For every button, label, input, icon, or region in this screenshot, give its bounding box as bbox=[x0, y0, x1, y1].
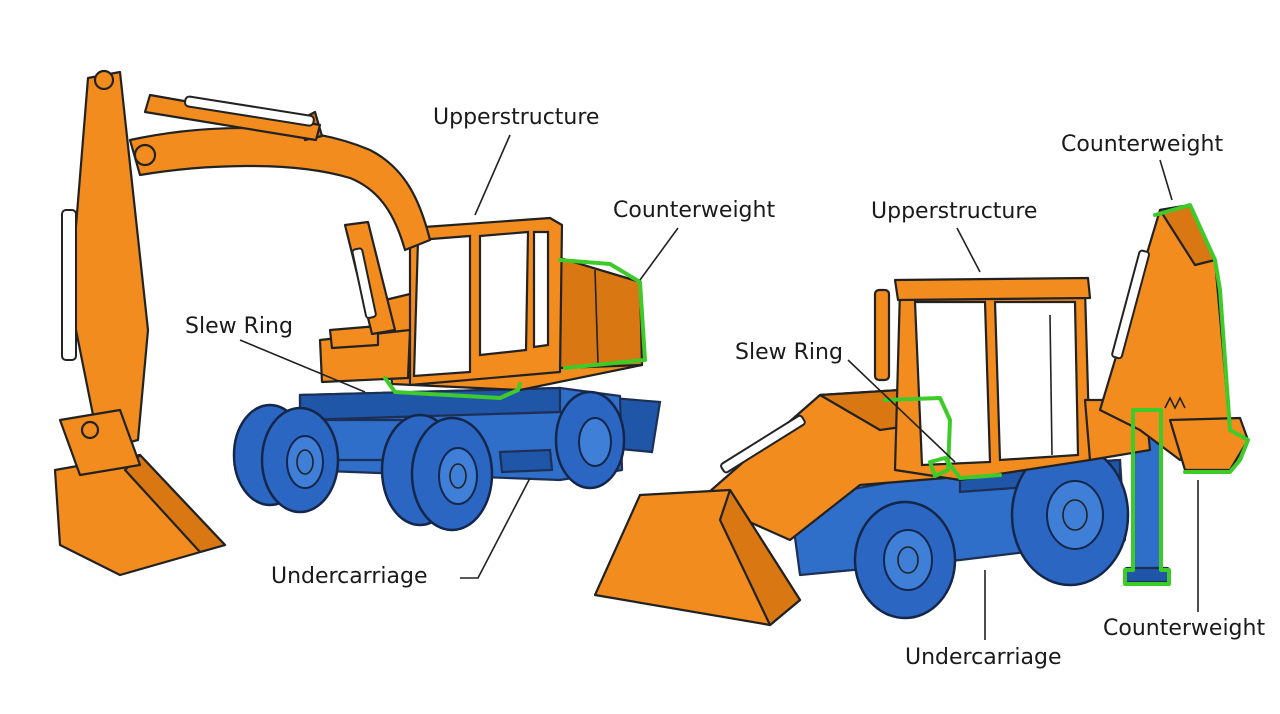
label-upperstructure-left: Upperstructure bbox=[433, 105, 600, 130]
label-slew-ring-right: Slew Ring bbox=[735, 340, 843, 365]
label-undercarriage-left: Undercarriage bbox=[271, 564, 428, 589]
backhoe-slew-ring-outline bbox=[883, 396, 1002, 480]
excavator-boom bbox=[53, 69, 432, 577]
backhoe-counterweight-outline-top bbox=[1153, 203, 1250, 474]
label-upperstructure-right: Upperstructure bbox=[871, 199, 1038, 224]
excavator-slew-ring-outline bbox=[383, 376, 522, 400]
label-counterweight-left: Counterweight bbox=[613, 198, 776, 223]
excavator-upperstructure bbox=[318, 216, 644, 392]
label-counterweight-right-top: Counterweight bbox=[1061, 132, 1224, 157]
backhoe-undercarriage bbox=[788, 408, 1171, 620]
leader-lines bbox=[239, 134, 1199, 640]
backhoe-counterweight-outline-bottom bbox=[1123, 408, 1171, 586]
excavator-undercarriage bbox=[232, 386, 662, 532]
backhoe-loader bbox=[593, 203, 1250, 627]
excavator-counterweight-outline bbox=[558, 258, 647, 370]
wheeled-excavator bbox=[53, 69, 662, 577]
label-undercarriage-right: Undercarriage bbox=[905, 645, 1062, 670]
label-slew-ring-left: Slew Ring bbox=[185, 314, 293, 339]
backhoe-upperstructure bbox=[593, 203, 1250, 627]
label-counterweight-right-bottom: Counterweight bbox=[1103, 616, 1266, 641]
